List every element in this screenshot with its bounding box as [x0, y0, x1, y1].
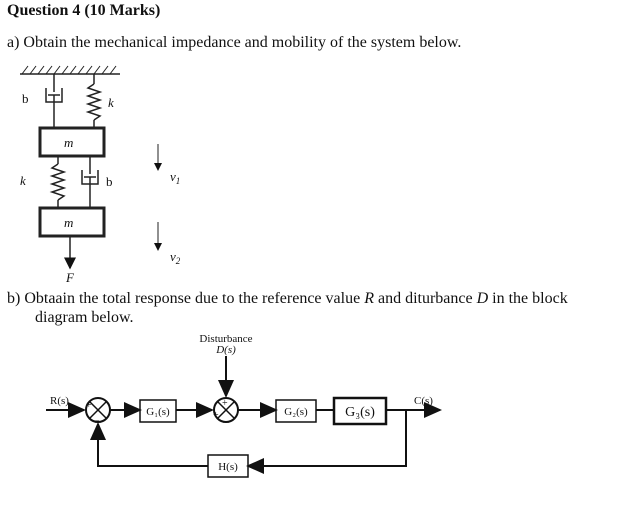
spring-bottom-label: k [20, 173, 26, 188]
part-b-text: b) Obtaain the total response due to the… [7, 289, 637, 327]
velocity1-v: v [170, 169, 176, 184]
part-b-d: D [476, 290, 489, 307]
summer1-plus: + [86, 400, 92, 411]
velocity1-sub: 1 [176, 176, 181, 186]
block-h-label: H(s) [218, 461, 238, 473]
summer2-plus-top: + [222, 398, 228, 409]
block-g3-label: G₃(s) [345, 405, 375, 420]
damper-top [45, 74, 63, 128]
damper-bottom [81, 156, 99, 208]
force-label: F [65, 270, 75, 285]
block-g1-label: G₁(s) [146, 406, 170, 418]
ground-hatch [21, 65, 117, 75]
feedback-line-right [262, 410, 407, 467]
disturbance-title: Disturbance [199, 333, 252, 345]
part-b-mid: and diturbance [373, 290, 477, 307]
velocity1-label: v1 [170, 169, 180, 186]
velocity2-sub: 2 [176, 256, 181, 266]
mass-top [38, 126, 106, 158]
mass-bottom [38, 206, 106, 238]
question-title: Question 4 (10 Marks) [7, 2, 161, 19]
velocity2-v: v [170, 249, 176, 264]
mass-bottom-label: m [64, 215, 73, 230]
part-b-r: R [364, 290, 374, 307]
part-a-text: a) Obtain the mechanical impedance and m… [7, 34, 462, 51]
feedback-line-left [97, 426, 208, 467]
summer2-plus-left: + [213, 410, 219, 421]
part-b-suffix: in the block [488, 290, 568, 307]
part-b-line2: diagram below. [35, 309, 134, 326]
output-label: C(s) [414, 395, 433, 407]
disturbance-sub: D(s) [215, 344, 236, 356]
input-label: R(s) [50, 395, 69, 407]
block-g2-label: G₂(s) [284, 406, 308, 418]
spring-top-label: k [108, 95, 114, 110]
velocity2-label: v2 [170, 249, 181, 266]
damper-bottom-label: b [106, 174, 113, 189]
damper-top-label: b [22, 91, 29, 106]
mass-top-label: m [64, 135, 73, 150]
summer1-minus: − [94, 416, 100, 427]
part-b-prefix: b) Obtaain the total response due to the… [7, 290, 365, 307]
